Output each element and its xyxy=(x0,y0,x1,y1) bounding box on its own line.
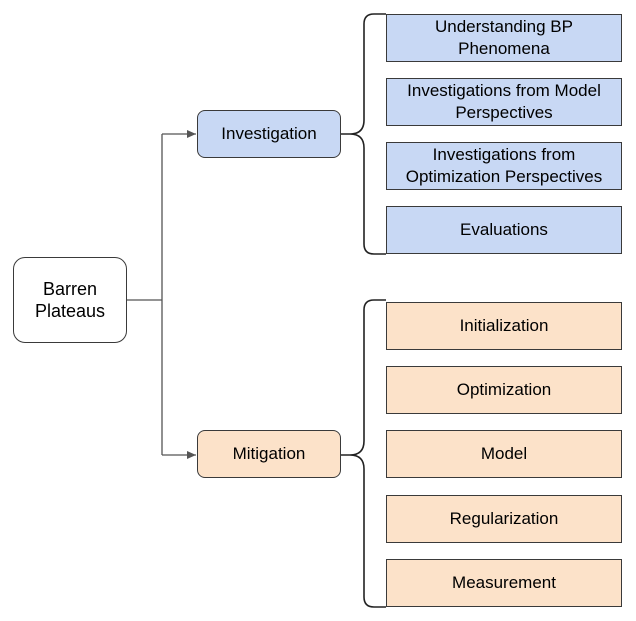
leaf-model: Model xyxy=(386,430,622,478)
leaf-line1: Regularization xyxy=(449,509,559,528)
investigation-label: Investigation xyxy=(221,124,317,143)
leaf-optimization-perspectives: Investigations from Optimization Perspec… xyxy=(386,142,622,190)
leaf-understanding-bp-phenomena: Understanding BP Phenomena xyxy=(386,14,622,62)
root-label-line2: Plateaus xyxy=(34,301,106,321)
leaf-optimization: Optimization xyxy=(386,366,622,414)
leaf-line1: Investigations from Model xyxy=(407,81,601,100)
investigation-node: Investigation xyxy=(197,110,341,158)
mitigation-brace xyxy=(341,299,386,608)
root-connector xyxy=(127,134,163,455)
leaf-line1: Initialization xyxy=(459,316,549,335)
leaf-line1: Model xyxy=(480,444,528,463)
leaf-line2: Optimization Perspectives xyxy=(405,167,603,186)
leaf-line1: Optimization xyxy=(456,380,552,399)
leaf-measurement: Measurement xyxy=(386,559,622,607)
leaf-regularization: Regularization xyxy=(386,495,622,543)
root-node-barren-plateaus: Barren Plateaus xyxy=(13,257,127,343)
leaf-line1: Measurement xyxy=(452,573,556,592)
mitigation-node: Mitigation xyxy=(197,430,341,478)
mitigation-label: Mitigation xyxy=(232,444,306,463)
leaf-initialization: Initialization xyxy=(386,302,622,350)
leaf-line1: Understanding BP xyxy=(435,17,573,36)
leaf-model-perspectives: Investigations from Model Perspectives xyxy=(386,78,622,126)
investigation-brace xyxy=(341,13,386,255)
root-label-line1: Barren xyxy=(42,279,98,299)
leaf-line1: Investigations from xyxy=(432,145,576,164)
leaf-line2: Perspectives xyxy=(455,103,553,122)
leaf-line2: Phenomena xyxy=(458,39,550,58)
leaf-evaluations: Evaluations xyxy=(386,206,622,254)
leaf-line1: Evaluations xyxy=(460,220,548,239)
